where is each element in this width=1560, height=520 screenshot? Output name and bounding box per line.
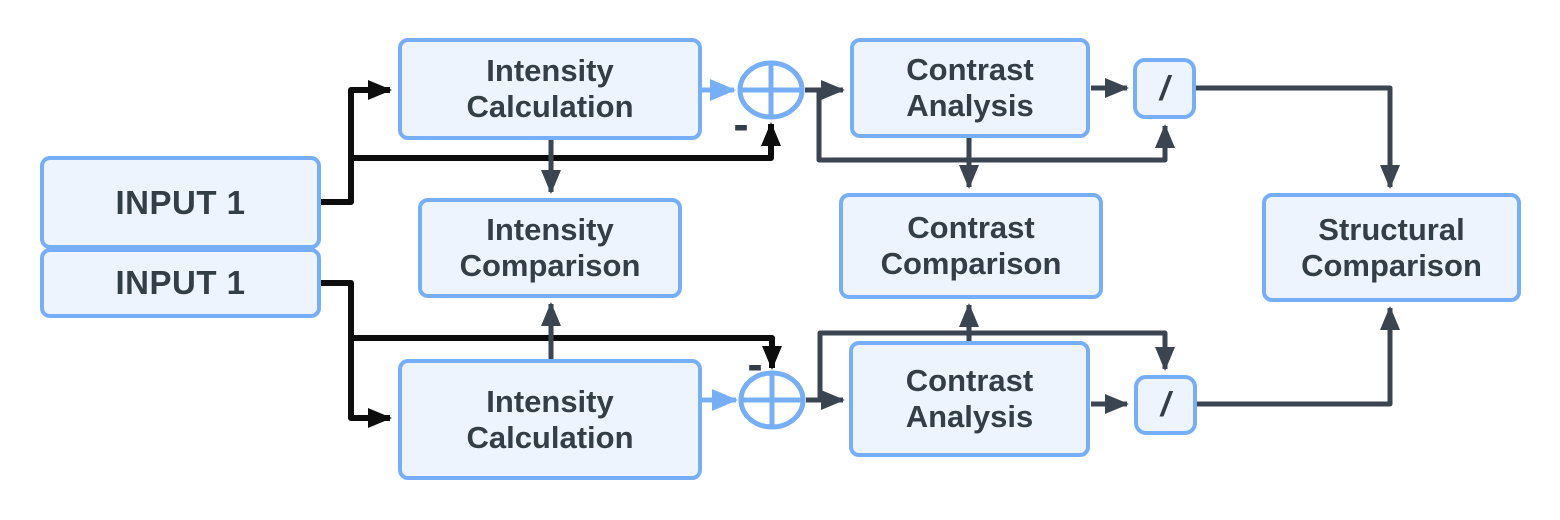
node-contrast-analysis-bottom: Contrast Analysis: [849, 341, 1090, 457]
edge-divide-top-to-structural-comparison: [1196, 85, 1400, 189]
edge-contrast-bypass-top-to-divide-top: [816, 90, 1175, 163]
node-input-1-top: INPUT 1: [40, 156, 321, 249]
minus-sign-top: -: [733, 98, 749, 150]
node-intensity-comparison: Intensity Comparison: [418, 198, 682, 298]
node-input-1-bottom: INPUT 1: [40, 248, 321, 318]
minus-sign-bottom: -: [747, 338, 763, 390]
circled-plus-bottom-icon: [738, 370, 806, 430]
edge-input2-bypass-to-sum-bottom: [351, 335, 782, 370]
circled-plus-top-icon: [737, 60, 805, 120]
edge-contrast-bypass-bottom-to-divide-bottom: [817, 330, 1175, 400]
edge-divide-bottom-to-structural-comparison: [1197, 306, 1400, 407]
node-intensity-calculation-bottom: Intensity Calculation: [398, 359, 702, 480]
node-contrast-comparison: Contrast Comparison: [839, 193, 1103, 299]
node-contrast-analysis-top: Contrast Analysis: [850, 38, 1090, 138]
node-divide-operator-top: /: [1133, 58, 1196, 119]
edge-input1-bypass-to-sum-top: [351, 122, 781, 161]
node-intensity-calculation-top: Intensity Calculation: [398, 38, 702, 140]
edge-input1-to-intensity-calc-top: [321, 80, 392, 205]
node-divide-operator-bottom: /: [1134, 375, 1197, 435]
node-structural-comparison: Structural Comparison: [1262, 193, 1521, 302]
edge-input2-to-intensity-calc-bottom: [321, 280, 392, 428]
